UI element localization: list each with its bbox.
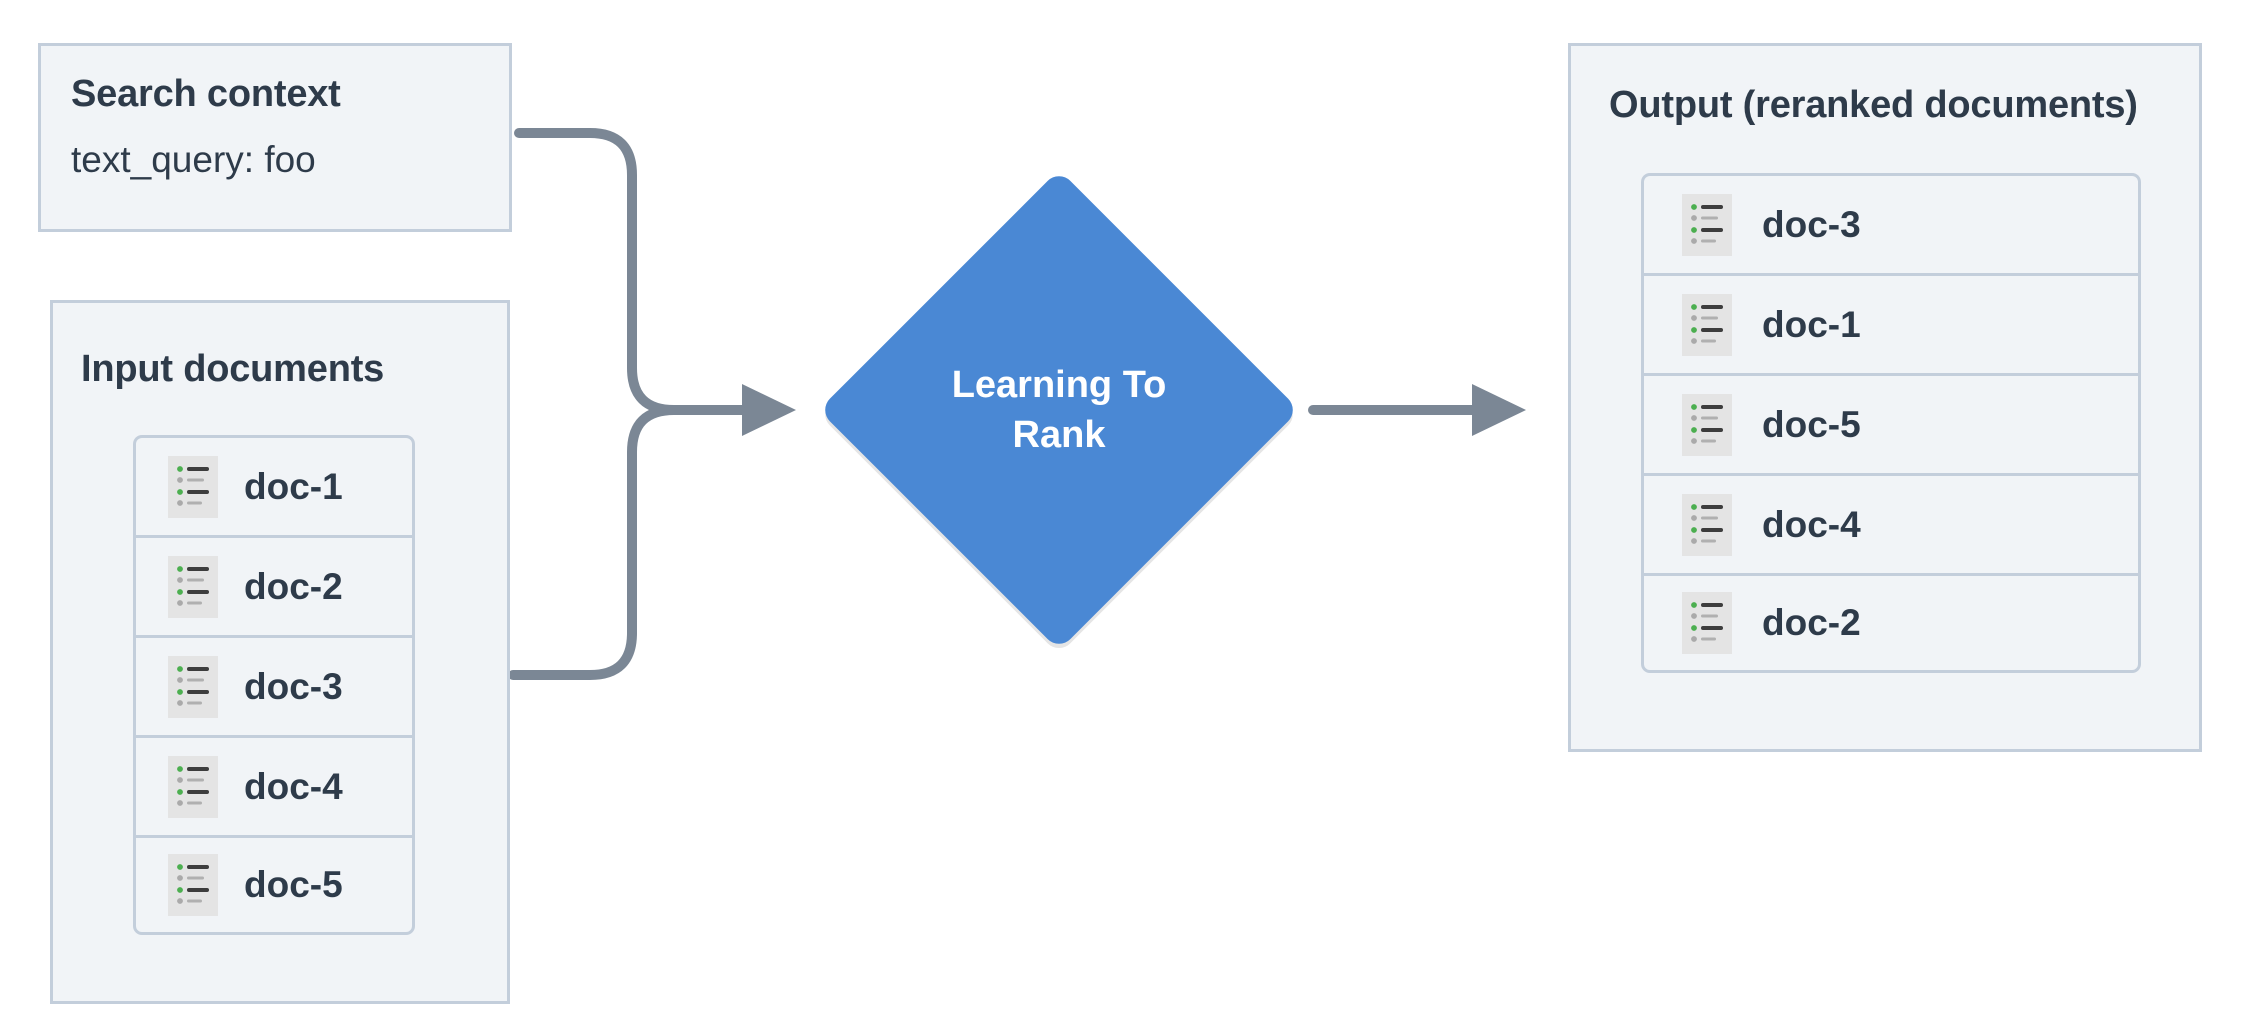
connector-search-context-to-ltr [514,128,796,436]
document-list-icon [168,455,218,518]
document-card[interactable]: doc-1 [1641,273,2141,373]
document-card[interactable]: doc-5 [133,835,415,935]
learning-to-rank-node[interactable]: Learning To Rank [819,170,1299,650]
diamond-shape [825,176,1293,649]
document-list-icon [1682,493,1732,556]
document-card-label: doc-4 [1762,503,1861,545]
connector-input-documents-to-ltr [508,405,745,680]
document-list-icon [1682,493,1732,556]
document-card[interactable]: doc-4 [1641,473,2141,573]
document-list-icon [1682,193,1732,256]
input-documents-list: doc-1 doc-2 doc-3 doc-4 doc-5 [133,435,415,935]
document-card-label: doc-1 [1762,303,1861,345]
document-list-icon [168,655,218,718]
search-context-title: Search context [71,73,341,115]
document-card-label: doc-2 [244,565,343,607]
document-card-label: doc-3 [1762,203,1861,245]
document-list-icon [1682,592,1732,654]
document-list-icon [1682,293,1732,356]
document-card-label: doc-5 [244,864,343,905]
document-card[interactable]: doc-2 [133,535,415,635]
document-card[interactable]: doc-3 [1641,173,2141,273]
document-card[interactable]: doc-4 [133,735,415,835]
output-documents-list: doc-3 doc-1 doc-5 doc-4 doc-2 [1641,173,2141,673]
document-card[interactable]: doc-2 [1641,573,2141,673]
document-list-icon [1682,293,1732,356]
search-context-panel: Search context text_query: foo [38,43,512,232]
document-list-icon [168,854,218,916]
document-list-icon [168,555,218,618]
document-list-icon [168,854,218,916]
search-context-query: text_query: foo [71,139,316,180]
document-list-icon [168,655,218,718]
document-list-icon [168,755,218,818]
document-card-label: doc-4 [244,765,343,807]
document-list-icon [168,455,218,518]
document-card[interactable]: doc-3 [133,635,415,735]
input-documents-title: Input documents [81,348,385,390]
document-card-label: doc-1 [244,465,343,507]
document-list-icon [1682,393,1732,456]
output-documents-title: Output (reranked documents) [1609,84,2138,126]
document-card[interactable]: doc-5 [1641,373,2141,473]
document-list-icon [168,555,218,618]
document-list-icon [1682,193,1732,256]
document-card-label: doc-3 [244,665,343,707]
document-list-icon [168,755,218,818]
document-list-icon [1682,393,1732,456]
document-card[interactable]: doc-1 [133,435,415,535]
document-card-label: doc-2 [1762,602,1861,643]
document-card-label: doc-5 [1762,403,1861,445]
document-list-icon [1682,592,1732,654]
